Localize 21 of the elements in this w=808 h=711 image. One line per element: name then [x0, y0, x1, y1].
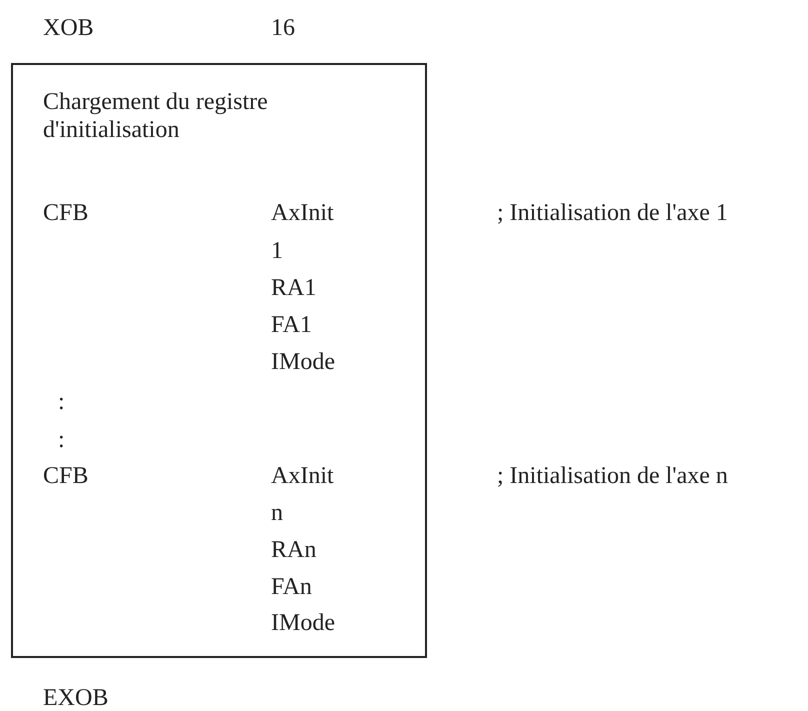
code-block-box [11, 63, 427, 658]
keyword-label: EXOB [43, 684, 108, 711]
code-text: n [271, 499, 283, 527]
code-text: : [58, 388, 65, 416]
code-text: AxInit [271, 462, 334, 490]
code-text: CFB [43, 199, 88, 227]
code-text: AxInit [271, 199, 334, 227]
heading-text: Chargement du registre d'initialisation [43, 88, 269, 144]
code-text: 1 [271, 237, 283, 265]
code-text: RA1 [271, 274, 316, 302]
code-text: FA1 [271, 311, 312, 339]
comment-text: ; Initialisation de l'axe 1 [497, 199, 728, 227]
code-text: IMode [271, 609, 335, 637]
code-text: : [58, 426, 65, 454]
code-text: RAn [271, 536, 316, 564]
keyword-label: XOB [43, 14, 94, 42]
code-text: IMode [271, 348, 335, 376]
code-text: FAn [271, 573, 312, 601]
code-text: CFB [43, 462, 88, 490]
keyword-label: 16 [271, 14, 295, 42]
comment-text: ; Initialisation de l'axe n [497, 462, 728, 490]
